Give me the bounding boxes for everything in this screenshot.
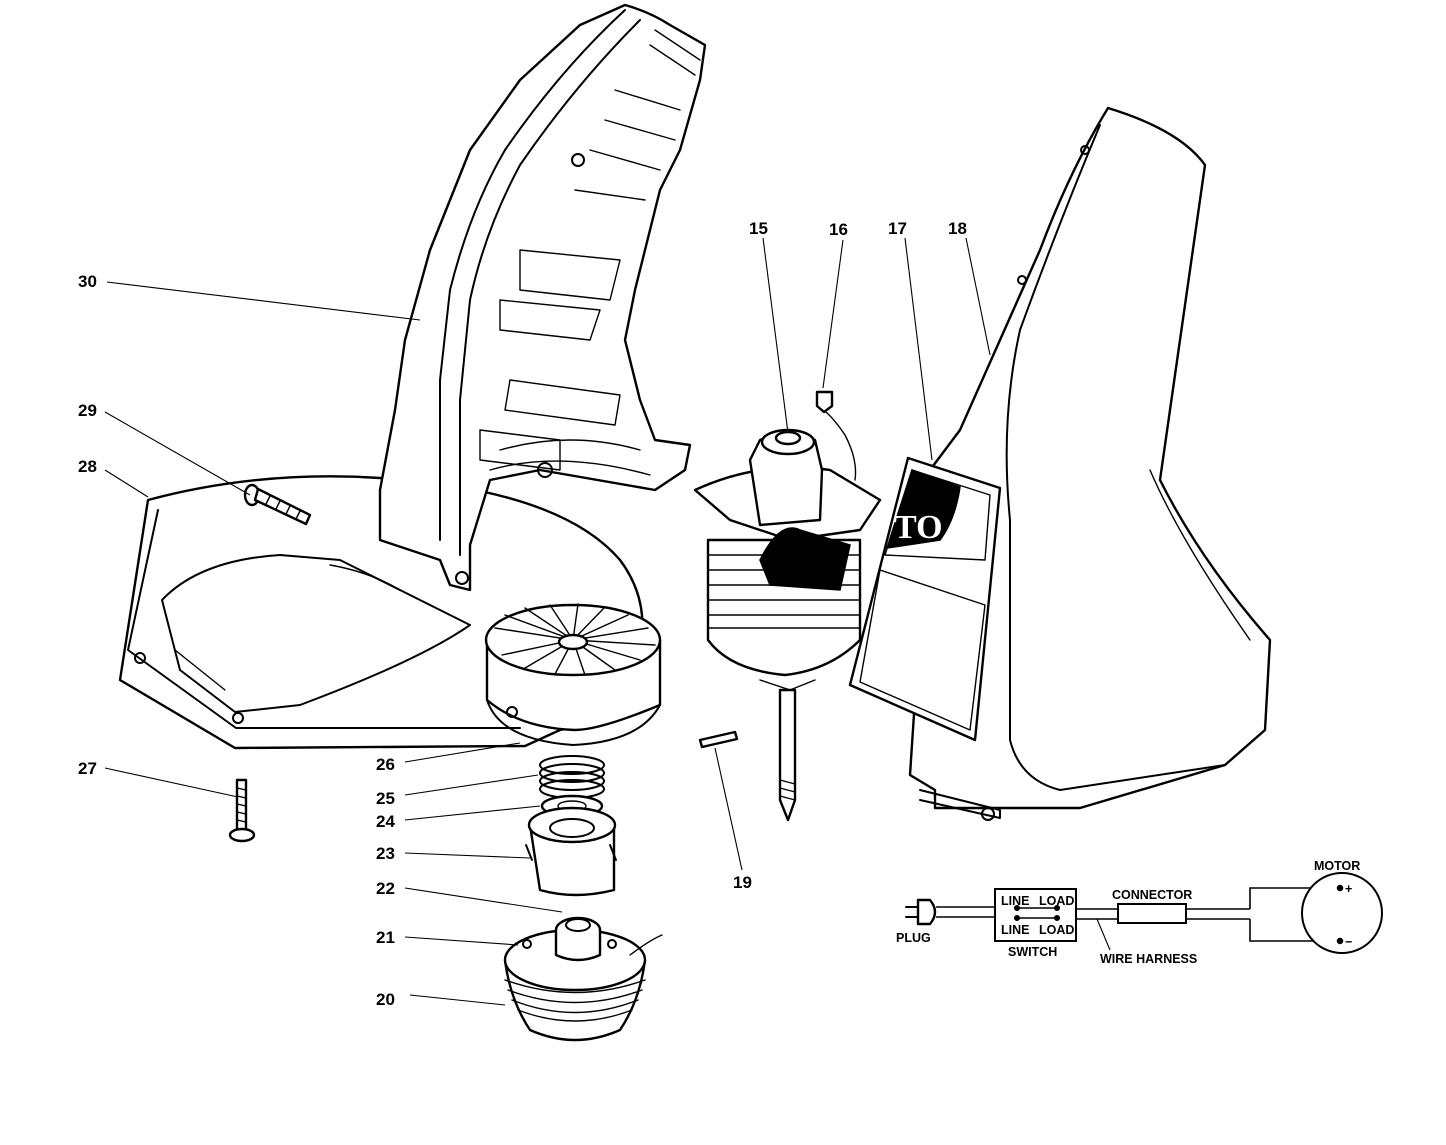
motor-symbol — [1301, 872, 1383, 954]
wire-harness-label: WIRE HARNESS — [1100, 952, 1197, 966]
handle-housing-left — [378, 3, 707, 592]
callout-15: 15 — [749, 219, 768, 238]
cooling-fan — [484, 603, 662, 746]
callout-22: 22 — [376, 879, 395, 898]
callout-16: 16 — [829, 220, 848, 239]
switch-box — [994, 888, 1077, 942]
callout-26: 26 — [376, 755, 395, 774]
plug-label: PLUG — [896, 931, 931, 945]
motor-terminal-negative — [1336, 937, 1344, 945]
callout-25: 25 — [376, 789, 395, 808]
callout-27: 27 — [78, 759, 97, 778]
callout-29: 29 — [78, 401, 97, 420]
switch-load-label-1: LOAD — [1039, 894, 1074, 908]
motor-plus-label: + — [1345, 882, 1352, 896]
roll-pin — [698, 730, 739, 749]
callout-19: 19 — [733, 873, 752, 892]
handle-housing-right — [908, 106, 1272, 821]
spool-hub — [525, 806, 617, 897]
callout-17: 17 — [888, 219, 907, 238]
connector-label: CONNECTOR — [1112, 888, 1192, 902]
callout-20: 20 — [376, 990, 395, 1009]
screw-27 — [228, 778, 256, 843]
spool-and-line — [503, 916, 663, 1042]
callout-24: 24 — [376, 812, 395, 831]
callout-23: 23 — [376, 844, 395, 863]
plug-icon — [905, 898, 937, 926]
motor-terminal-positive — [1336, 884, 1344, 892]
screw-29 — [243, 483, 312, 526]
switch-label: SWITCH — [1008, 945, 1057, 959]
switch-load-label-2: LOAD — [1039, 923, 1074, 937]
callout-21: 21 — [376, 928, 395, 947]
callout-numbers: 15 16 17 18 19 20 21 22 23 24 25 26 27 2… — [78, 219, 967, 1009]
switch-line-label-1: LINE — [1001, 894, 1029, 908]
motor-assembly — [693, 428, 882, 822]
switch-line-label-2: LINE — [1001, 923, 1029, 937]
wiring-diagram: PLUG LINE LOAD LINE LOAD SWITCH WIRE HAR… — [896, 859, 1383, 966]
callout-18: 18 — [948, 219, 967, 238]
spool-spring — [539, 755, 605, 799]
motor-cap — [815, 390, 857, 481]
callout-30: 30 — [78, 272, 97, 291]
decal-text: TO — [894, 509, 943, 546]
motor-label: MOTOR — [1314, 859, 1360, 873]
connector-box — [1117, 903, 1187, 924]
callout-28: 28 — [78, 457, 97, 476]
leader-lines — [104, 237, 991, 1006]
decal-label: TO — [848, 456, 1002, 742]
motor-minus-label: − — [1345, 935, 1352, 949]
